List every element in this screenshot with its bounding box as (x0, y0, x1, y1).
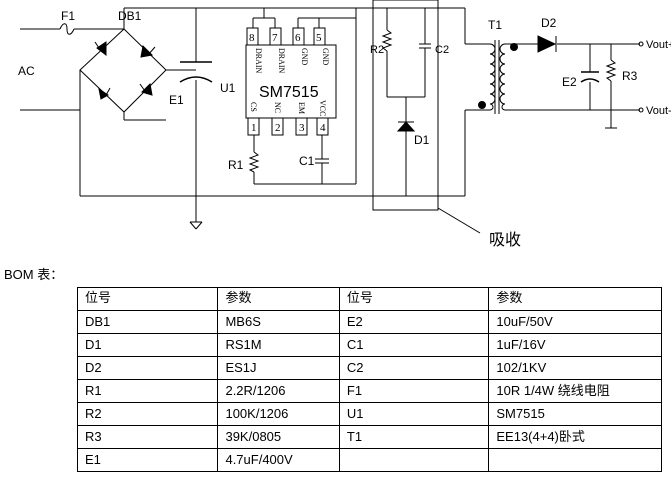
transformer-t1-icon (478, 43, 518, 111)
bom-cell: D1 (76, 333, 219, 357)
bom-header-cell: 参数 (217, 287, 340, 311)
bom-cell: SM7515 (488, 402, 662, 426)
bom-cell: 102/1KV (488, 356, 662, 380)
bom-cell: C2 (338, 356, 490, 380)
label-e1: E1 (169, 93, 184, 107)
label-d2: D2 (541, 16, 557, 30)
label-db1: DB1 (118, 9, 142, 23)
label-t1: T1 (488, 18, 502, 32)
pin-5-name: GND (321, 48, 330, 66)
bom-cell: 10uF/50V (488, 310, 662, 334)
bom-cell: ES1J (217, 356, 340, 380)
bom-header-cell: 位号 (76, 287, 219, 311)
pin-7-name: DRAIN (277, 48, 286, 74)
bom-cell (488, 448, 662, 472)
bom-cell: EE13(4+4)卧式 (488, 425, 662, 449)
pin-4-name: VCC (318, 100, 327, 116)
diode-d1-icon (396, 121, 416, 132)
label-ac: AC (18, 64, 35, 78)
chip-name: SM7515 (259, 84, 319, 101)
fuse-f1-icon (59, 23, 75, 35)
label-vout-neg: Vout- (646, 105, 671, 117)
pin-3-number: 3 (299, 122, 305, 134)
label-d1: D1 (414, 133, 430, 147)
label-r2: R2 (370, 44, 384, 56)
bom-cell: R3 (76, 425, 219, 449)
label-absorb: 吸收 (489, 231, 521, 249)
bom-row: D1 RS1M C1 1uF/16V (76, 333, 662, 357)
bom-cell: 1uF/16V (488, 333, 662, 357)
bom-header-row: 位号 参数 位号 参数 (76, 287, 662, 311)
bom-cell: R2 (76, 402, 219, 426)
bom-row: R2 100K/1206 U1 SM7515 (76, 402, 662, 426)
bom-header-cell: 位号 (338, 287, 490, 311)
diode-d2-icon (537, 35, 557, 53)
bom-cell (338, 448, 490, 472)
label-e2: E2 (562, 75, 577, 89)
label-r3: R3 (622, 69, 638, 83)
label-u1: U1 (220, 81, 236, 95)
bom-cell: C1 (338, 333, 490, 357)
circuit-schematic: F1 DB1 AC E1 U1 SM7515 8 7 6 5 DRAIN DRA… (18, 0, 671, 249)
pin-2-name: NC (273, 102, 282, 113)
bridge-rectifier-db1 (94, 41, 156, 100)
bom-cell: RS1M (217, 333, 340, 357)
bom-cell: 4.7uF/400V (217, 448, 340, 472)
bom-row: R3 39K/0805 T1 EE13(4+4)卧式 (76, 425, 662, 449)
pin-2-number: 2 (275, 122, 281, 134)
bom-row: D2 ES1J C2 102/1KV (76, 356, 662, 380)
bom-cell: DB1 (76, 310, 219, 334)
bom-row: R1 2.2R/1206 F1 10R 1/4W 绕线电阻 (76, 379, 662, 403)
bom-cell: MB6S (217, 310, 340, 334)
bom-row: E1 4.7uF/400V (76, 448, 662, 472)
label-r1: R1 (228, 158, 244, 172)
pin-5-number: 5 (316, 32, 322, 44)
pin-6-name: GND (300, 48, 309, 66)
bom-caption: BOM 表： (4, 267, 64, 282)
pin-4-number: 4 (320, 122, 326, 134)
bom-cell: E2 (338, 310, 490, 334)
label-c2: C2 (435, 44, 449, 56)
bom-cell: 100K/1206 (217, 402, 340, 426)
bom-header-cell: 参数 (488, 287, 662, 311)
bom-cell: R1 (76, 379, 219, 403)
label-f1: F1 (61, 9, 75, 23)
bom-cell: 39K/0805 (217, 425, 340, 449)
bom-cell: F1 (338, 379, 490, 403)
pin-1-number: 1 (251, 122, 257, 134)
pin-3-name: EM (297, 102, 306, 114)
bom-table: 位号 参数 位号 参数 DB1 MB6S E2 10uF/50V D1 RS1M… (76, 287, 662, 472)
capacitor-e1-icon (179, 61, 213, 83)
pin-7-number: 7 (272, 32, 278, 44)
label-c1: C1 (299, 154, 315, 168)
pin-8-number: 8 (249, 32, 255, 44)
bom-row: DB1 MB6S E2 10uF/50V (76, 310, 662, 334)
label-vout-pos: Vout+ (646, 39, 671, 51)
bom-cell: U1 (338, 402, 490, 426)
capacitor-e2-icon (580, 71, 600, 83)
pin-8-name: DRAIN (254, 48, 263, 74)
bom-cell: E1 (76, 448, 219, 472)
pin-1-name: CS (249, 102, 258, 112)
bom-cell: D2 (76, 356, 219, 380)
pin-6-number: 6 (295, 32, 301, 44)
bom-cell: 10R 1/4W 绕线电阻 (488, 379, 662, 403)
bom-cell: 2.2R/1206 (217, 379, 340, 403)
bom-cell: T1 (338, 425, 490, 449)
